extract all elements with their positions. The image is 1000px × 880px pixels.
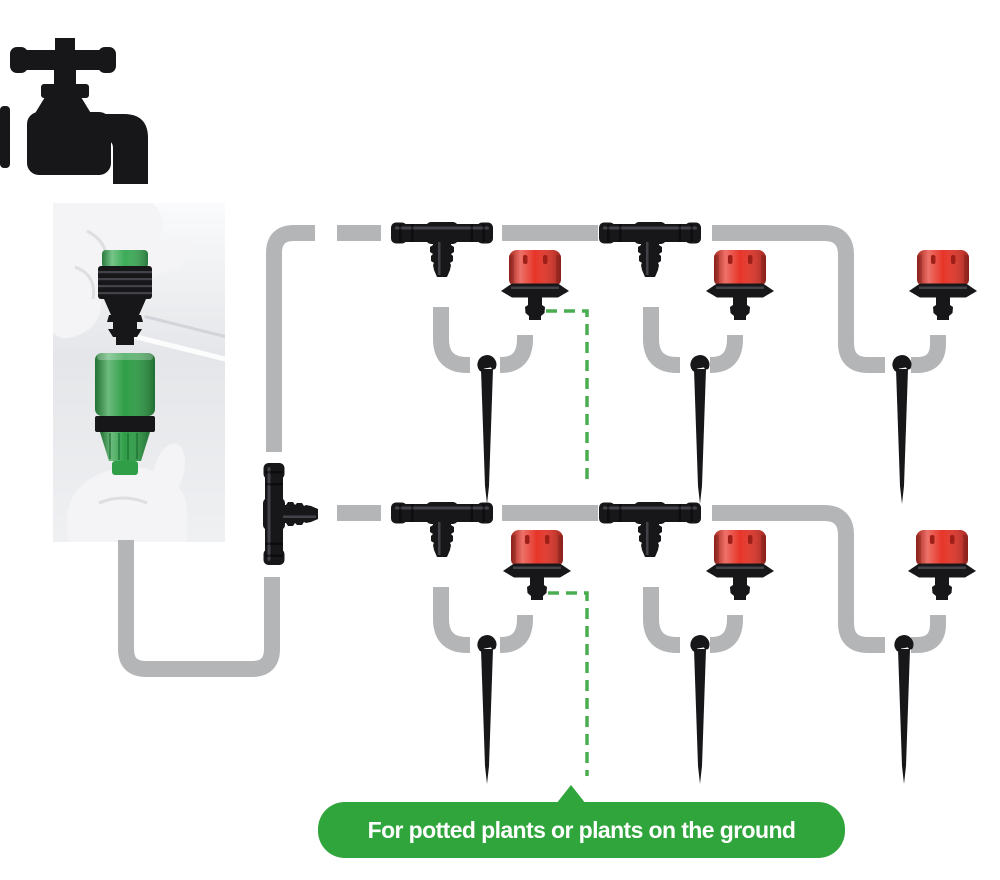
tee-connector-top-1 [391,222,493,277]
stake-bottom-1 [480,638,494,784]
dripper-bottom-1 [503,530,571,600]
stake-bottom-2 [693,638,707,784]
main-line-bottom-seg3 [712,505,885,653]
tee-connector-bottom-1 [391,502,493,557]
banner-label: For potted plants or plants on the groun… [367,816,796,843]
dripper-bottom-3 [908,530,976,600]
drip-loop-a1-left [433,307,470,373]
stake-top-2 [693,358,707,504]
tap-adapter [98,250,152,345]
drip-loop-a2-left [433,587,470,653]
tubing [118,225,946,677]
hose-quick-connector [95,353,155,475]
drip-loop-b2-left [643,587,680,653]
glove-bottom-hand [66,443,188,542]
tee-connector-top-2 [599,222,701,277]
dripper-top-2 [706,250,774,320]
faucet-icon [0,38,148,184]
dripper-bottom-2 [706,530,774,600]
drip-loop-top-right-arm [911,335,946,373]
callout-dashed-line-top [546,309,589,484]
main-line-top-seg3 [712,225,885,373]
drip-loop-b1-left [643,307,680,373]
stake-top-1 [480,358,494,504]
tee-connector-bottom-2 [599,502,701,557]
drip-loop-b2-right [710,615,743,653]
stake-top-3 [895,358,909,504]
drip-loop-b1-right [710,335,743,373]
quick-connector-photo [53,203,225,542]
drip-loop-a2-right [500,615,533,653]
tee-connector-main [263,463,318,565]
drip-loop-bottom-right-arm [911,615,946,653]
supply-tube [118,540,280,677]
dripper-top-3 [909,250,977,320]
callout-pointer [556,785,586,804]
stake-bottom-3 [897,638,911,784]
callout-dashed-line-bottom [548,591,589,776]
dripper-top-1 [501,250,569,320]
riser-tube [266,225,315,452]
callout-banner: For potted plants or plants on the groun… [318,802,845,858]
drip-loop-a1-right [500,335,533,373]
